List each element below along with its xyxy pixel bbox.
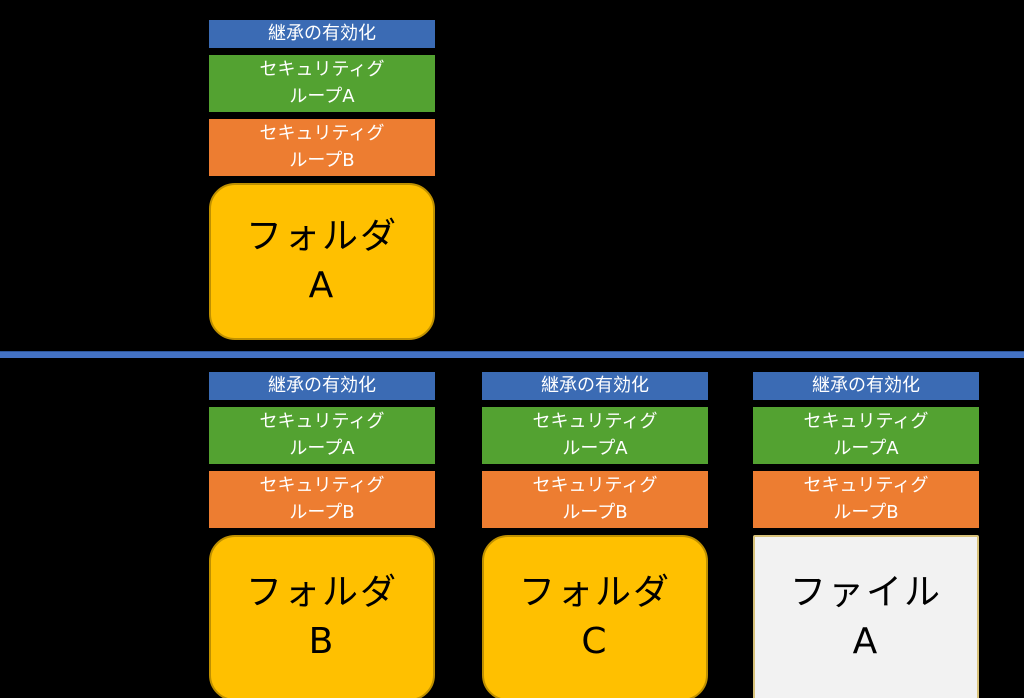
security-group-a-label-line2: ループA bbox=[289, 85, 355, 107]
folder-c-node: フォルダ C bbox=[482, 535, 708, 698]
file-a-label-line2: A bbox=[852, 621, 880, 662]
folder-c-label-line2: C bbox=[581, 621, 609, 662]
security-group-b-label-line2: ループB bbox=[289, 149, 355, 171]
security-group-b-label-line2: ループB bbox=[833, 501, 899, 523]
file-a-node: ファイル A bbox=[753, 535, 979, 698]
stack-folder-a: 継承の有効化 セキュリティグ ループA セキュリティグ ループB フォルダ A bbox=[209, 20, 435, 340]
security-group-b-label-line1: セキュリティグ bbox=[259, 475, 385, 497]
security-group-a-label-line1: セキュリティグ bbox=[532, 411, 658, 433]
inheritance-badge: 継承の有効化 bbox=[482, 372, 708, 400]
security-group-a-label-line2: ループA bbox=[833, 437, 899, 459]
folder-a-label-line2: A bbox=[308, 264, 336, 306]
inheritance-badge: 継承の有効化 bbox=[753, 372, 979, 400]
security-group-a-label-line1: セキュリティグ bbox=[259, 411, 385, 433]
inheritance-badge: 継承の有効化 bbox=[209, 20, 435, 48]
inheritance-divider-line bbox=[0, 351, 1024, 358]
security-group-b-label-line1: セキュリティグ bbox=[259, 123, 385, 145]
security-group-b-badge: セキュリティグ ループB bbox=[753, 471, 979, 528]
folder-b-node: フォルダ B bbox=[209, 535, 435, 698]
stack-file-a: 継承の有効化 セキュリティグ ループA セキュリティグ ループB ファイル A bbox=[753, 372, 979, 698]
security-group-a-badge: セキュリティグ ループA bbox=[209, 407, 435, 464]
stack-folder-c: 継承の有効化 セキュリティグ ループA セキュリティグ ループB フォルダ C bbox=[482, 372, 708, 698]
security-group-a-label-line2: ループA bbox=[289, 437, 355, 459]
security-group-b-label-line2: ループB bbox=[289, 501, 355, 523]
security-group-b-badge: セキュリティグ ループB bbox=[482, 471, 708, 528]
folder-c-label-line1: フォルダ bbox=[518, 572, 671, 614]
security-group-b-label-line1: セキュリティグ bbox=[532, 475, 658, 497]
inheritance-label: 継承の有効化 bbox=[812, 374, 920, 396]
folder-a-label-line1: フォルダ bbox=[245, 215, 398, 257]
stack-folder-b: 継承の有効化 セキュリティグ ループA セキュリティグ ループB フォルダ B bbox=[209, 372, 435, 698]
security-group-b-badge: セキュリティグ ループB bbox=[209, 119, 435, 176]
inheritance-label: 継承の有効化 bbox=[541, 374, 649, 396]
security-group-b-label-line2: ループB bbox=[562, 501, 628, 523]
folder-b-label-line1: フォルダ bbox=[245, 572, 398, 614]
inheritance-label: 継承の有効化 bbox=[268, 22, 376, 44]
security-group-b-badge: セキュリティグ ループB bbox=[209, 471, 435, 528]
security-group-a-badge: セキュリティグ ループA bbox=[753, 407, 979, 464]
security-group-a-label-line1: セキュリティグ bbox=[803, 411, 929, 433]
inheritance-badge: 継承の有効化 bbox=[209, 372, 435, 400]
security-group-a-badge: セキュリティグ ループA bbox=[209, 55, 435, 112]
inheritance-label: 継承の有効化 bbox=[268, 374, 376, 396]
folder-a-node: フォルダ A bbox=[209, 183, 435, 340]
security-group-a-label-line2: ループA bbox=[562, 437, 628, 459]
file-a-label-line1: ファイル bbox=[789, 572, 942, 614]
folder-b-label-line2: B bbox=[308, 621, 336, 662]
security-group-b-label-line1: セキュリティグ bbox=[803, 475, 929, 497]
security-group-a-label-line1: セキュリティグ bbox=[259, 59, 385, 81]
security-group-a-badge: セキュリティグ ループA bbox=[482, 407, 708, 464]
